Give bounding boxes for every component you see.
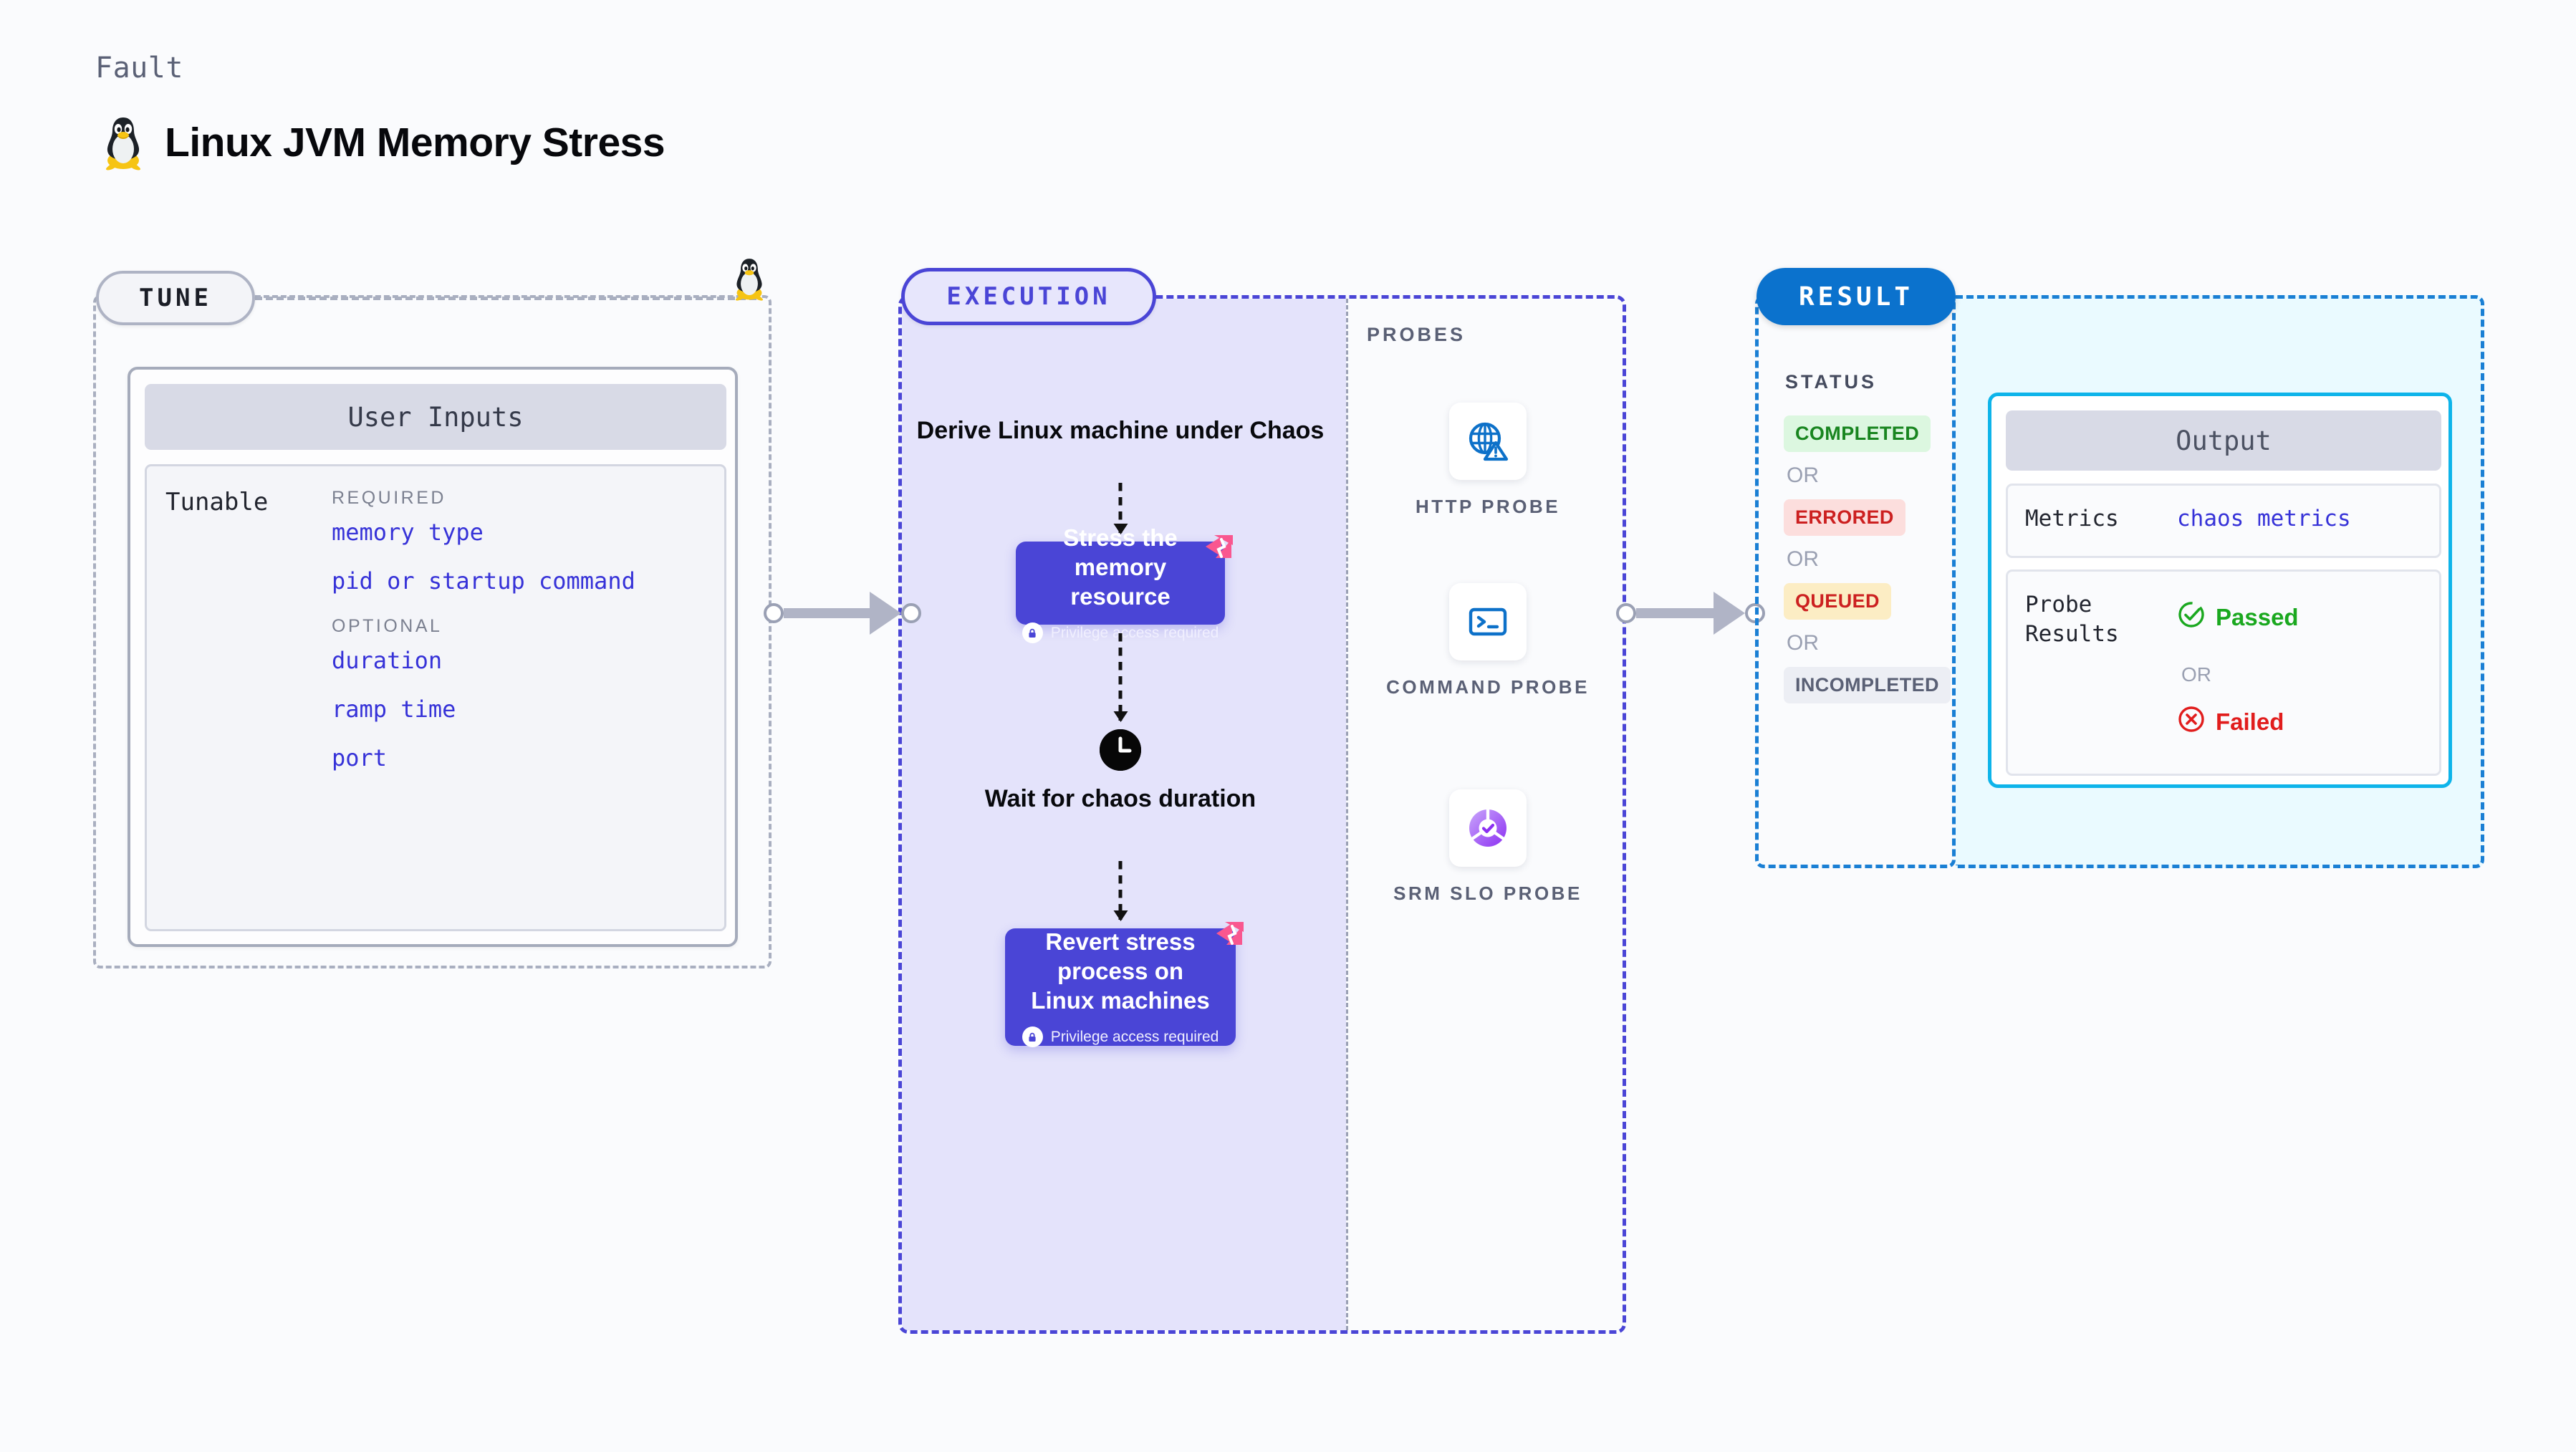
output-header: Output: [2006, 410, 2441, 471]
result-badge[interactable]: RESULT: [1756, 268, 1956, 325]
tunable-item-pid-or-startup-command[interactable]: pid or startup command: [332, 567, 635, 595]
output-failed-label: Failed: [2216, 708, 2284, 735]
status-heading: STATUS: [1785, 371, 1877, 393]
connector-tune-to-execution: [764, 592, 921, 635]
flow-arrow-3: [1118, 861, 1123, 920]
connector-knob-start: [764, 603, 784, 623]
status-or-3: OR: [1787, 631, 1819, 655]
connector-bar: [1636, 608, 1714, 618]
execution-step-derive-label: Derive Linux machine under Chaos: [916, 417, 1325, 444]
connector-knob-end: [901, 603, 921, 623]
output-metrics-value[interactable]: chaos metrics: [2177, 506, 2351, 532]
probes-column: PROBES HTTP PROBE: [1350, 295, 1626, 1334]
output-card: Output Metrics chaos metrics Probe Resul…: [1988, 393, 2452, 788]
probe-name-http: HTTP PROBE: [1415, 496, 1561, 517]
tune-badge[interactable]: TUNE: [96, 271, 255, 325]
status-badge-completed: COMPLETED: [1784, 415, 1931, 452]
globe-warning-icon: [1449, 403, 1527, 480]
execution-badge[interactable]: EXECUTION: [901, 268, 1156, 325]
execution-probes-panel: [898, 295, 1626, 1334]
terminal-icon: [1449, 583, 1527, 660]
clock-icon: [1100, 729, 1141, 771]
connector-bar: [784, 608, 870, 618]
output-probe-result-passed: Passed: [2177, 600, 2299, 635]
execution-step-revert-privilege-label: Privilege access required: [1050, 1028, 1219, 1045]
output-passed-label: Passed: [2216, 604, 2299, 630]
lock-icon: [1022, 1027, 1043, 1048]
slo-donut-check-icon: [1449, 789, 1527, 867]
page-title: Linux JVM Memory Stress: [165, 120, 665, 165]
probe-item-srm-slo[interactable]: SRM SLO PROBE: [1380, 789, 1595, 906]
probe-name-srm-slo: SRM SLO PROBE: [1393, 883, 1582, 904]
execution-fill: [902, 299, 1346, 1330]
probe-item-http[interactable]: HTTP PROBE: [1380, 403, 1595, 519]
flow-arrow-1: [1118, 483, 1123, 533]
probes-heading: PROBES: [1367, 324, 1466, 345]
output-row-probe-results: Probe Results Passed OR: [2006, 569, 2441, 776]
execution-step-revert-card[interactable]: Revert stress process on Linux machines …: [1005, 922, 1244, 1048]
execution-flow: Derive Linux machine under Chaos Stress …: [898, 295, 1342, 1334]
litmus-chaos-icon: [1200, 529, 1237, 570]
tunable-item-duration[interactable]: duration: [332, 647, 443, 674]
status-or-1: OR: [1787, 463, 1819, 487]
output-metrics-key: Metrics: [2025, 506, 2119, 532]
x-circle-icon: [2177, 705, 2206, 739]
tunable-group-label-required: REQUIRED: [332, 488, 446, 508]
execution-step-stress-title: Stress the memory resource: [1063, 524, 1178, 610]
status-list: COMPLETED OR ERRORED OR QUEUED OR INCOMP…: [1784, 415, 1963, 703]
tunable-items: REQUIRED memory type pid or startup comm…: [332, 479, 635, 793]
status-or-2: OR: [1787, 547, 1819, 571]
linux-tux-marker-icon: [731, 256, 768, 304]
tunable-box: Tunable REQUIRED memory type pid or star…: [145, 464, 726, 931]
output-probe-result-failed: Failed: [2177, 705, 2284, 739]
flow-arrow-2: [1118, 633, 1123, 721]
litmus-chaos-icon: [1211, 916, 1248, 957]
linux-tux-icon: [100, 115, 146, 170]
execution-step-revert-title: Revert stress process on Linux machines: [1031, 928, 1210, 1014]
page-title-row: Linux JVM Memory Stress: [100, 115, 665, 170]
tunable-group-label-optional: OPTIONAL: [332, 616, 443, 636]
execution-step-revert-privilege: Privilege access required: [1022, 1027, 1219, 1048]
tunable-item-port[interactable]: port: [332, 744, 388, 771]
output-probe-results-key-line1: Probe: [2025, 592, 2092, 617]
connector-arrowhead: [870, 592, 901, 635]
status-badge-queued: QUEUED: [1784, 583, 1891, 620]
tunable-item-memory-type[interactable]: memory type: [332, 519, 484, 546]
output-row-metrics: Metrics chaos metrics: [2006, 484, 2441, 558]
execution-step-stress-privilege: Privilege access required: [1022, 622, 1219, 644]
status-badge-incompleted: INCOMPLETED: [1784, 667, 1951, 703]
probe-item-command[interactable]: COMMAND PROBE: [1380, 583, 1595, 700]
connector-arrowhead: [1714, 592, 1745, 635]
tunable-row-label: Tunable: [165, 488, 269, 516]
output-probe-results-key: Probe Results: [2025, 590, 2119, 649]
status-badge-errored: ERRORED: [1784, 499, 1905, 536]
tunable-item-ramp-time[interactable]: ramp time: [332, 696, 456, 723]
output-probe-result-or: OR: [2181, 663, 2211, 686]
output-probe-results-key-line2: Results: [2025, 620, 2119, 647]
execution-step-wait-label: Wait for chaos duration: [984, 785, 1256, 812]
execution-step-stress-card[interactable]: Stress the memory resource Privilege acc…: [1016, 524, 1233, 644]
tune-lead-line: [255, 297, 756, 300]
lock-icon: [1022, 622, 1043, 644]
user-inputs-card: User Inputs Tunable REQUIRED memory type…: [128, 367, 738, 947]
check-circle-icon: [2177, 600, 2206, 635]
connector-probes-to-result: [1616, 592, 1765, 635]
probes-divider: [1346, 299, 1348, 1330]
probe-name-command: COMMAND PROBE: [1386, 676, 1590, 698]
execution-step-stress-privilege-label: Privilege access required: [1050, 624, 1219, 641]
page-eyebrow: Fault: [95, 52, 183, 85]
connector-knob-start: [1616, 603, 1636, 623]
user-inputs-header: User Inputs: [145, 384, 726, 450]
